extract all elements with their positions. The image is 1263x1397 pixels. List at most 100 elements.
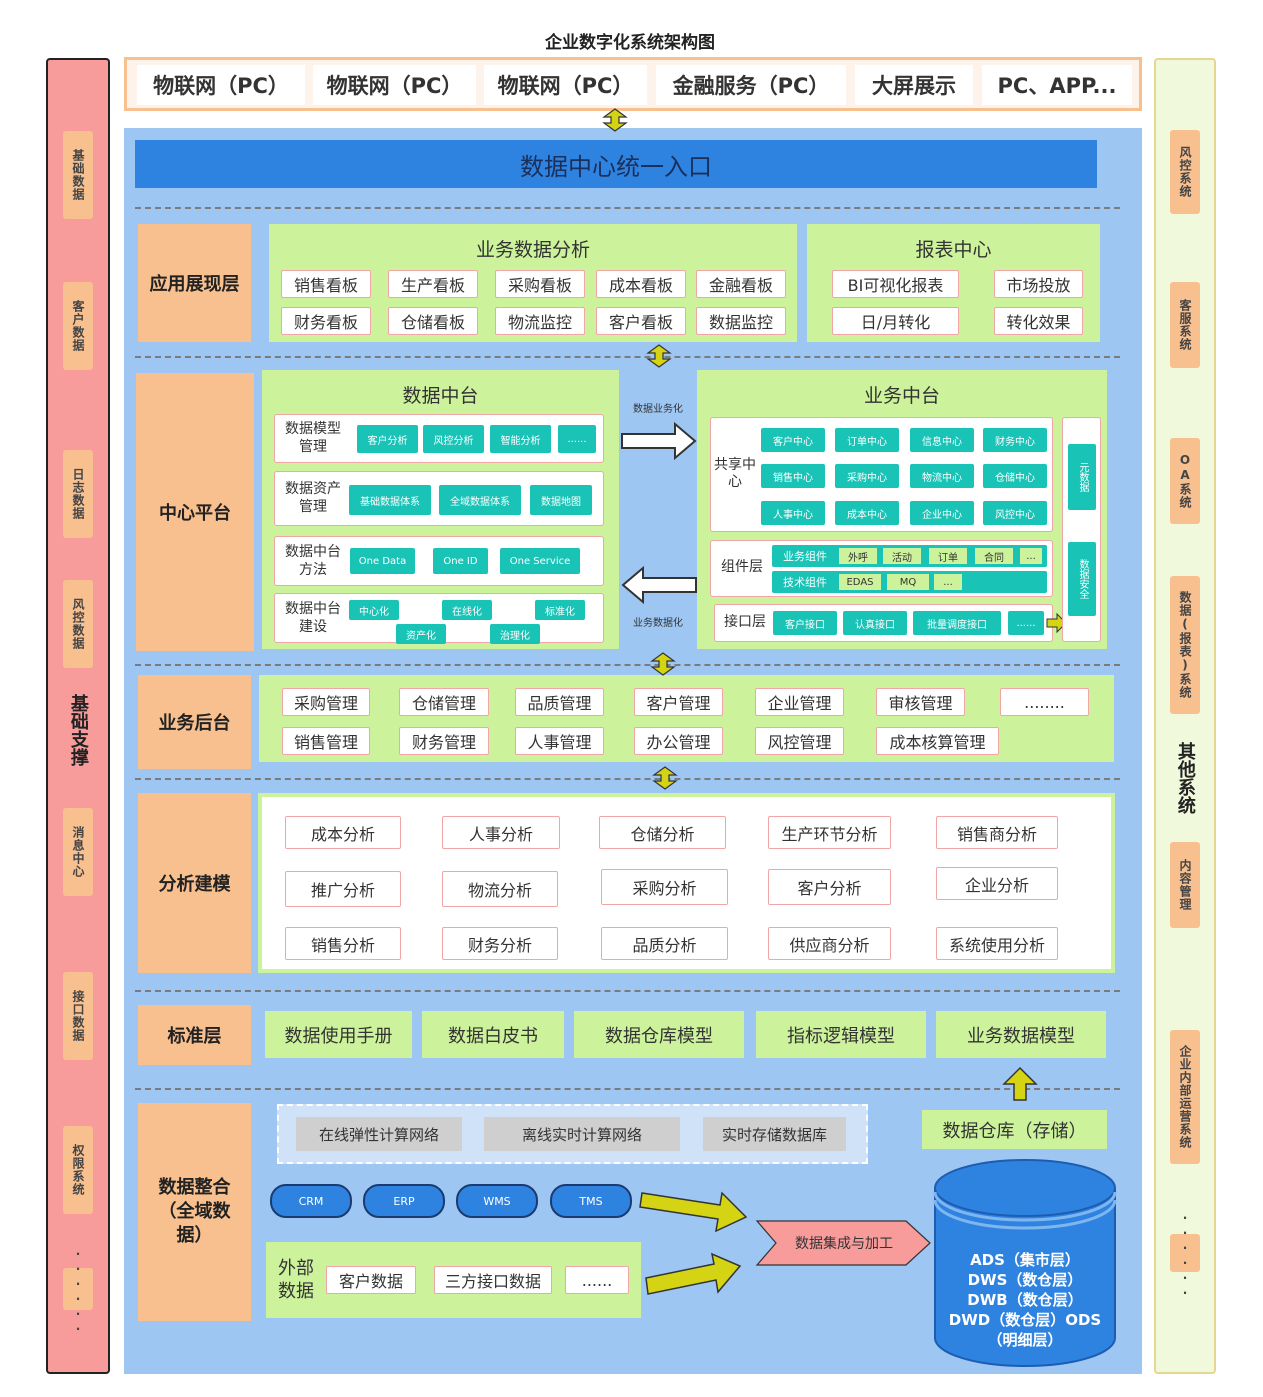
left-item-permission-system[interactable]: 权限系统 bbox=[63, 1126, 93, 1214]
tech-comp-more[interactable]: ... bbox=[934, 574, 962, 590]
std-business-data-model[interactable]: 业务数据模型 bbox=[936, 1011, 1106, 1058]
report-market[interactable]: 市场投放 bbox=[994, 270, 1083, 298]
am-logistics-analysis[interactable]: 物流分析 bbox=[442, 871, 558, 907]
am-sales-analysis[interactable]: 销售分析 bbox=[285, 927, 401, 960]
bb-sales-mgmt[interactable]: 销售管理 bbox=[282, 727, 370, 755]
am-enterprise-analysis[interactable]: 企业分析 bbox=[936, 867, 1058, 900]
system-crm[interactable]: CRM bbox=[270, 1184, 352, 1218]
bp-risk-center[interactable]: 风控中心 bbox=[983, 501, 1047, 525]
dp-centralization[interactable]: 中心化 bbox=[349, 600, 399, 620]
bp-finance-center[interactable]: 财务中心 bbox=[983, 428, 1047, 452]
am-supplier-analysis[interactable]: 供应商分析 bbox=[768, 927, 891, 960]
am-customer-analysis[interactable]: 客户分析 bbox=[768, 869, 891, 905]
board-sales[interactable]: 销售看板 bbox=[281, 270, 371, 298]
right-item-internal-ops-system[interactable]: 企业内部运营系统 bbox=[1170, 1030, 1200, 1164]
unified-entry-bar[interactable]: 数据中心统一入口 bbox=[135, 140, 1097, 188]
bb-audit-mgmt[interactable]: 审核管理 bbox=[876, 688, 965, 716]
biz-comp-order[interactable]: 订单 bbox=[929, 548, 967, 564]
std-metric-logic-model[interactable]: 指标逻辑模型 bbox=[756, 1011, 926, 1058]
am-promotion-analysis[interactable]: 推广分析 bbox=[285, 871, 401, 907]
am-production-analysis[interactable]: 生产环节分析 bbox=[768, 816, 891, 849]
board-customer[interactable]: 客户看板 bbox=[596, 307, 686, 335]
biz-comp-contract[interactable]: 合同 bbox=[975, 548, 1013, 564]
if-auth-api[interactable]: 认真接口 bbox=[843, 611, 907, 635]
channel-iot-2[interactable]: 物联网（PC） bbox=[313, 65, 476, 105]
dp-data-map[interactable]: 数据地图 bbox=[530, 485, 592, 515]
bb-cost-accounting-mgmt[interactable]: 成本核算管理 bbox=[876, 727, 999, 755]
bp-hr-center[interactable]: 人事中心 bbox=[761, 501, 825, 525]
left-item-basic-data[interactable]: 基础数据 bbox=[63, 131, 93, 219]
bp-warehouse-center[interactable]: 仓储中心 bbox=[983, 464, 1047, 488]
bb-hr-mgmt[interactable]: 人事管理 bbox=[515, 727, 604, 755]
report-daily-monthly[interactable]: 日/月转化 bbox=[832, 307, 959, 335]
bb-more-mgmt[interactable]: ........ bbox=[1000, 688, 1089, 716]
data-security-box[interactable]: 数据安全 bbox=[1068, 542, 1096, 616]
if-more-api[interactable]: ...... bbox=[1008, 611, 1044, 635]
bp-order-center[interactable]: 订单中心 bbox=[835, 428, 899, 452]
channel-finance[interactable]: 金融服务（PC） bbox=[656, 65, 846, 105]
bb-enterprise-mgmt[interactable]: 企业管理 bbox=[755, 688, 844, 716]
report-conversion[interactable]: 转化效果 bbox=[994, 307, 1083, 335]
system-tms[interactable]: TMS bbox=[550, 1184, 632, 1218]
bb-warehouse-mgmt[interactable]: 仓储管理 bbox=[399, 688, 489, 716]
left-item-customer-data[interactable]: 客户数据 bbox=[63, 282, 93, 370]
channel-pc-app[interactable]: PC、APP... bbox=[982, 65, 1132, 105]
dp-one-service[interactable]: One Service bbox=[500, 548, 580, 574]
bp-enterprise-center[interactable]: 企业中心 bbox=[910, 501, 974, 525]
dp-customer-analysis[interactable]: 客户分析 bbox=[357, 425, 418, 453]
compute-online-elastic[interactable]: 在线弹性计算网络 bbox=[296, 1117, 462, 1151]
bb-quality-mgmt[interactable]: 品质管理 bbox=[515, 688, 604, 716]
am-cost-analysis[interactable]: 成本分析 bbox=[285, 816, 401, 849]
tech-comp-edas[interactable]: EDAS bbox=[839, 574, 881, 590]
dp-online[interactable]: 在线化 bbox=[442, 600, 492, 620]
report-bi[interactable]: BI可视化报表 bbox=[832, 270, 959, 298]
channel-big-screen[interactable]: 大屏展示 bbox=[855, 65, 973, 105]
am-system-usage-analysis[interactable]: 系统使用分析 bbox=[936, 927, 1058, 960]
dp-standardization[interactable]: 标准化 bbox=[535, 600, 585, 620]
board-accounting[interactable]: 财务看板 bbox=[281, 307, 371, 335]
system-wms[interactable]: WMS bbox=[456, 1184, 538, 1218]
bb-customer-mgmt[interactable]: 客户管理 bbox=[634, 688, 723, 716]
dp-one-data[interactable]: One Data bbox=[350, 548, 415, 574]
bb-finance-mgmt[interactable]: 财务管理 bbox=[399, 727, 489, 755]
dp-risk-analysis[interactable]: 风控分析 bbox=[423, 425, 484, 453]
dp-more-analysis[interactable]: ...... bbox=[558, 425, 596, 453]
right-item-oa-system[interactable]: OA系统 bbox=[1170, 438, 1200, 524]
left-item-risk-data[interactable]: 风控数据 bbox=[63, 580, 93, 668]
channel-iot-3[interactable]: 物联网（PC） bbox=[484, 65, 647, 105]
board-production[interactable]: 生产看板 bbox=[388, 270, 478, 298]
right-item-risk-system[interactable]: 风控系统 bbox=[1170, 130, 1200, 214]
bp-cost-center[interactable]: 成本中心 bbox=[835, 501, 899, 525]
dp-basic-data-system[interactable]: 基础数据体系 bbox=[349, 485, 431, 515]
board-purchase[interactable]: 采购看板 bbox=[495, 270, 585, 298]
right-item-service-system[interactable]: 客服系统 bbox=[1170, 282, 1200, 368]
meta-data-box[interactable]: 元数据 bbox=[1068, 444, 1096, 510]
am-warehouse-analysis[interactable]: 仓储分析 bbox=[599, 816, 726, 849]
left-item-message-center[interactable]: 消息中心 bbox=[63, 808, 93, 896]
std-warehouse-model[interactable]: 数据仓库模型 bbox=[574, 1011, 744, 1058]
external-customer-data[interactable]: 客户数据 bbox=[326, 1266, 416, 1294]
if-customer-api[interactable]: 客户接口 bbox=[773, 611, 837, 635]
am-distributor-analysis[interactable]: 销售商分析 bbox=[936, 816, 1058, 849]
am-finance-analysis[interactable]: 财务分析 bbox=[442, 927, 558, 960]
std-data-manual[interactable]: 数据使用手册 bbox=[265, 1011, 412, 1058]
external-more[interactable]: ...... bbox=[565, 1266, 629, 1294]
bp-purchase-center[interactable]: 采购中心 bbox=[835, 464, 899, 488]
right-item-report-system[interactable]: 数据(报表)系统 bbox=[1170, 576, 1200, 714]
left-item-interface-data[interactable]: 接口数据 bbox=[63, 972, 93, 1060]
board-logistics[interactable]: 物流监控 bbox=[495, 307, 585, 335]
right-item-content-management[interactable]: 内容管理 bbox=[1170, 842, 1200, 928]
biz-comp-activity[interactable]: 活动 bbox=[883, 548, 921, 564]
dp-global-data-system[interactable]: 全域数据体系 bbox=[439, 485, 521, 515]
biz-comp-call[interactable]: 外呼 bbox=[839, 548, 877, 564]
channel-iot-1[interactable]: 物联网（PC） bbox=[137, 65, 305, 105]
compute-realtime-storage[interactable]: 实时存储数据库 bbox=[703, 1117, 846, 1151]
bp-logistics-center[interactable]: 物流中心 bbox=[910, 464, 974, 488]
compute-offline-realtime[interactable]: 离线实时计算网络 bbox=[484, 1117, 680, 1151]
dp-assetization[interactable]: 资产化 bbox=[396, 624, 446, 644]
board-finance[interactable]: 金融看板 bbox=[696, 270, 786, 298]
bp-info-center[interactable]: 信息中心 bbox=[910, 428, 974, 452]
am-purchase-analysis[interactable]: 采购分析 bbox=[601, 869, 728, 905]
am-hr-analysis[interactable]: 人事分析 bbox=[442, 816, 560, 849]
bb-office-mgmt[interactable]: 办公管理 bbox=[634, 727, 723, 755]
